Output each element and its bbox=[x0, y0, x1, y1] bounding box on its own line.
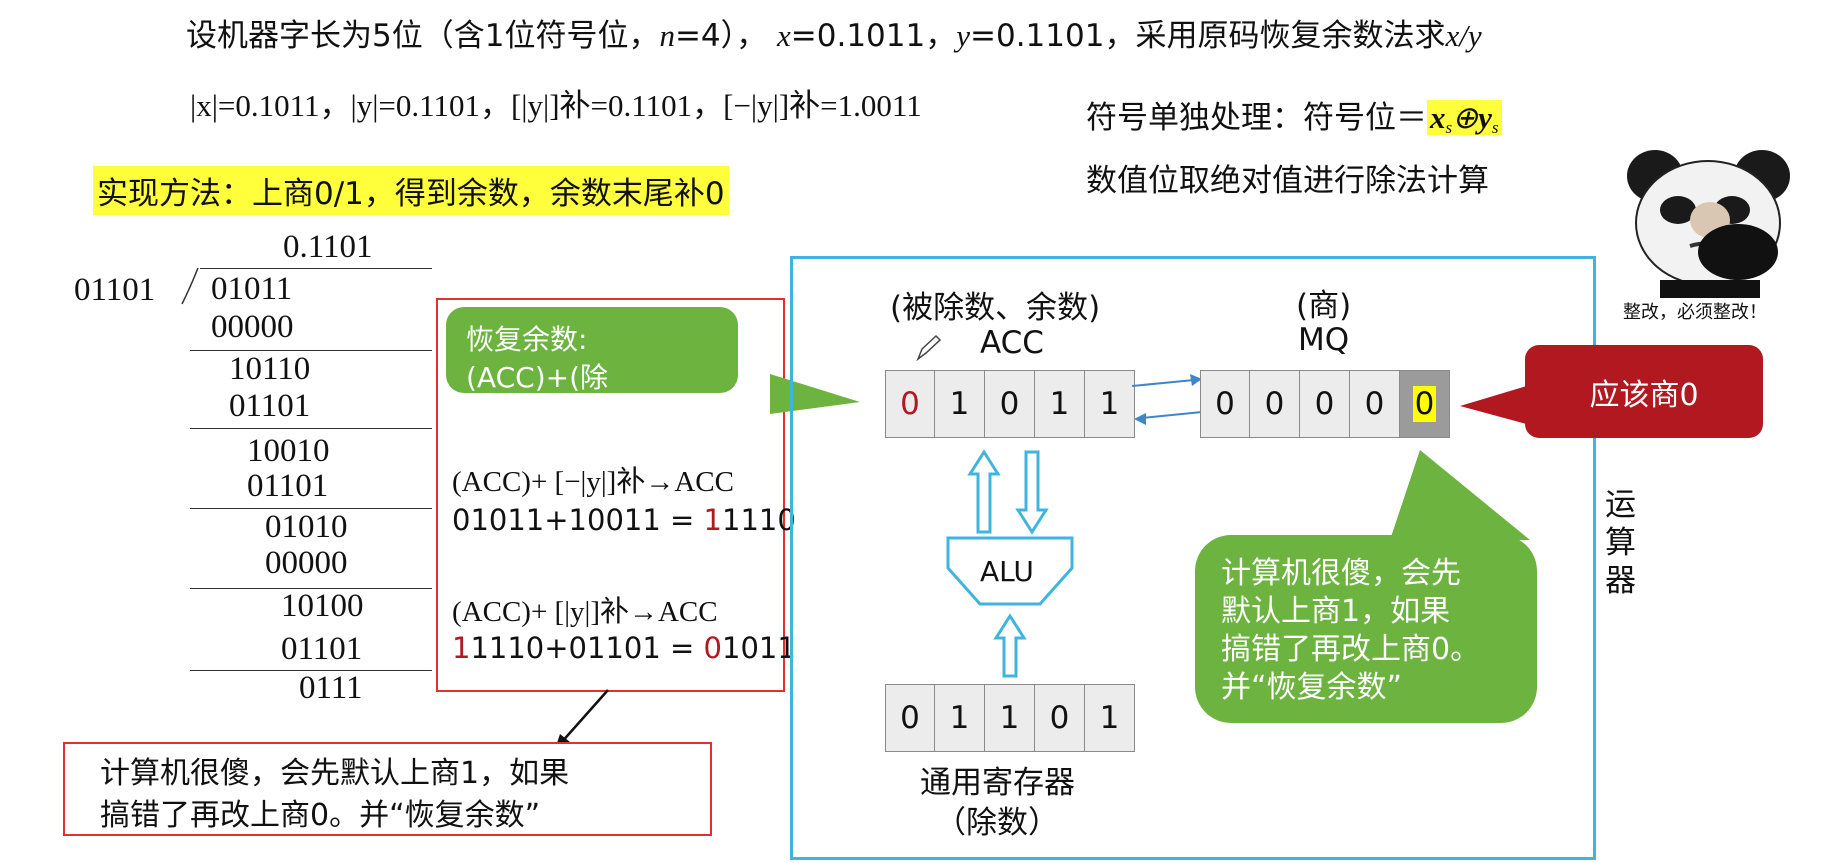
mq-bit: 0 bbox=[1200, 370, 1250, 438]
step1-equation: 01011+10011 = 11110 bbox=[452, 503, 796, 537]
should-be-zero-callout: 应该商0 bbox=[1525, 345, 1763, 438]
mq-bit: 0 bbox=[1250, 370, 1300, 438]
arithmetic-unit-panel bbox=[790, 256, 1596, 860]
division-row: 10100 bbox=[281, 588, 364, 624]
gpr-bit: 0 bbox=[885, 684, 935, 752]
mq-bit-last: 0 bbox=[1400, 370, 1450, 438]
step2-equation: 11110+01101 = 01011 bbox=[452, 631, 796, 665]
mq-caption: (商) bbox=[1296, 288, 1352, 324]
division-separator bbox=[190, 508, 432, 509]
mq-label: MQ bbox=[1298, 322, 1350, 358]
acc-caption: (被除数、余数) bbox=[890, 290, 1101, 326]
red-callout-pointer bbox=[1460, 385, 1530, 425]
division-row: 01011 bbox=[211, 271, 293, 307]
division-separator bbox=[190, 428, 432, 429]
division-row: 01010 bbox=[265, 509, 348, 545]
note-box bbox=[63, 742, 712, 836]
quotient-correction-callout: 计算机很傻，会先 默认上商1，如果 搞错了再改上商0。 并“恢复余数” bbox=[1195, 535, 1537, 723]
side-label: 运 算 器 bbox=[1605, 487, 1636, 599]
division-row: 01101 bbox=[229, 388, 311, 424]
sign-formula: xs⊕ys bbox=[1427, 100, 1502, 137]
panda-face-icon bbox=[1627, 150, 1790, 298]
mq-bit: 0 bbox=[1300, 370, 1350, 438]
gpr-register: 0 1 1 0 1 bbox=[885, 684, 1135, 752]
quotient-value: 0.1101 bbox=[283, 229, 373, 265]
gpr-bit: 1 bbox=[1085, 684, 1135, 752]
gpr-label: 通用寄存器 bbox=[920, 765, 1075, 801]
division-row: 00000 bbox=[265, 545, 348, 581]
acc-bit: 0 bbox=[885, 370, 935, 438]
alu-datapath bbox=[946, 449, 1074, 678]
meme-caption: 整改，必须整改！ bbox=[1623, 302, 1767, 323]
acc-bit: 1 bbox=[1035, 370, 1085, 438]
gpr-bit: 1 bbox=[985, 684, 1035, 752]
acc-register: 0 1 0 1 1 bbox=[885, 370, 1135, 438]
problem-statement: 设机器字长为5位（含1位符号位，n=4）， x=0.1011，y=0.1101，… bbox=[186, 18, 1482, 54]
acc-bit: 1 bbox=[1085, 370, 1135, 438]
shift-arrows bbox=[1132, 374, 1203, 425]
divisor-value: 01101 bbox=[74, 272, 156, 308]
mq-bit: 0 bbox=[1350, 370, 1400, 438]
pen-cursor-icon bbox=[916, 334, 942, 362]
acc-bit: 0 bbox=[985, 370, 1035, 438]
step2-label: (ACC)+ [|y|]补→ACC bbox=[452, 596, 718, 628]
division-row: 0111 bbox=[299, 670, 363, 706]
division-row: 10010 bbox=[247, 433, 330, 469]
division-separator bbox=[190, 350, 432, 351]
sign-rule: 符号单独处理：符号位＝xs⊕ys bbox=[1086, 92, 1502, 138]
gpr-caption: （除数） bbox=[935, 805, 1059, 841]
division-row: 10110 bbox=[229, 351, 311, 387]
mq-register: 0 0 0 0 0 bbox=[1200, 370, 1450, 438]
method-description: 实现方法：上商0/1，得到余数，余数末尾补0 bbox=[93, 166, 729, 215]
division-row: 01101 bbox=[247, 468, 329, 504]
restore-remainder-callout: 恢复余数: (ACC)+(除数)→ACC bbox=[446, 307, 738, 432]
green-callout-pointer bbox=[1390, 450, 1530, 540]
division-bracket bbox=[181, 268, 199, 305]
division-row: 01101 bbox=[281, 631, 363, 667]
quotient-bar bbox=[200, 268, 432, 269]
division-separator bbox=[190, 588, 432, 589]
panda-meme-image bbox=[1620, 148, 1795, 298]
step1-label: (ACC)+ [−|y|]补→ACC bbox=[452, 466, 734, 498]
division-separator bbox=[190, 670, 432, 671]
value-rule: 数值位取绝对值进行除法计算 bbox=[1086, 163, 1489, 199]
gpr-bit: 0 bbox=[1035, 684, 1085, 752]
acc-label: ACC bbox=[980, 325, 1044, 361]
operand-values: |x|=0.1011，|y|=0.1101，[|y|]补=0.1101，[−|y… bbox=[190, 88, 922, 123]
note-line-2: 搞错了再改上商0。并“恢复余数” bbox=[100, 798, 541, 833]
gpr-bit: 1 bbox=[935, 684, 985, 752]
note-line-1: 计算机很傻，会先默认上商1，如果 bbox=[100, 756, 570, 791]
acc-bit: 1 bbox=[935, 370, 985, 438]
alu-label: ALU bbox=[980, 555, 1034, 588]
division-row: 00000 bbox=[211, 309, 294, 345]
